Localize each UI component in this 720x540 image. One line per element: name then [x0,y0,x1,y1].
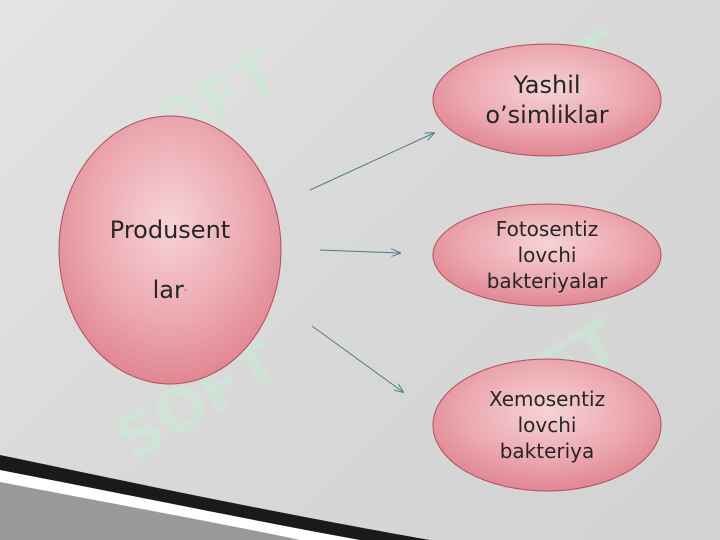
target-node-label-3: Xemosentiz lovchi bakteriya [488,387,606,463]
main-node-line1: Produsent [109,215,231,244]
main-node-ellipse [58,115,282,385]
decorative-swoosh-shadow [0,482,300,540]
arrow-to-target-3 [311,325,403,392]
target-node-ellipse-1 [432,43,662,157]
target-node-label-1: Yashil o’simliklar [485,71,609,129]
target-node-ellipse-2 [432,203,662,307]
arrow-to-target-2 [319,250,400,253]
target-node-label-2: Fotosentiz lovchi bakteriyalar [486,217,608,293]
arrow-to-target-1 [309,133,434,191]
main-node-label: Produsent lar- [70,190,270,304]
main-node-line2: lar [152,275,184,304]
main-node-suffix: - [183,284,188,296]
target-node-ellipse-3 [432,358,662,492]
